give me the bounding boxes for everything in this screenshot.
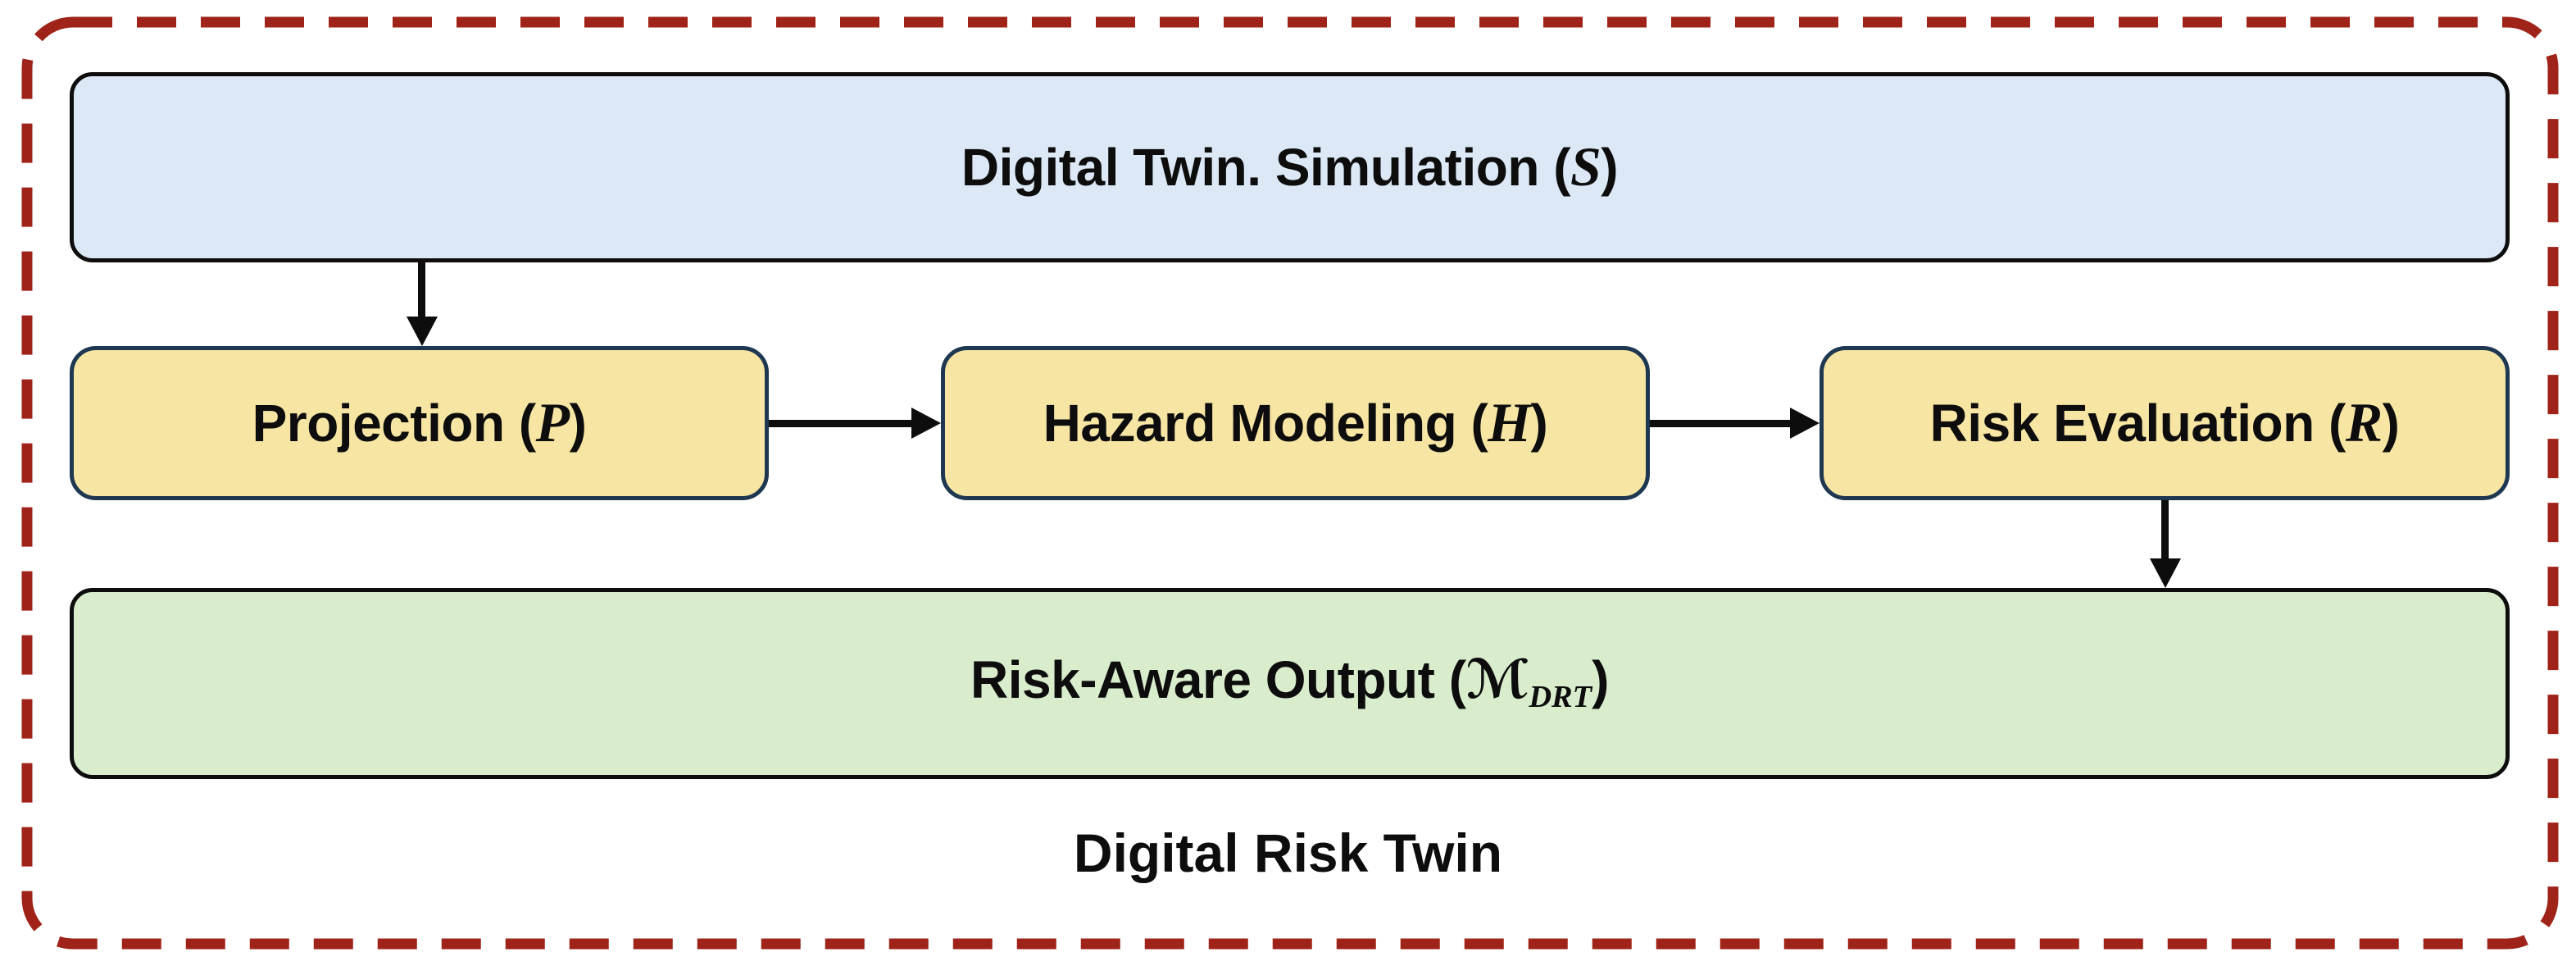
node-risk-aware-output: Risk-Aware Output (ℳDRT) — [70, 588, 2510, 779]
math-var-script-M: ℳ — [1465, 649, 1529, 712]
arrow-head — [2150, 558, 2181, 588]
arrow-shaft — [1650, 420, 1792, 427]
node-digital-twin-simulation: Digital Twin. Simulation (S) — [70, 72, 2510, 262]
arrow-head — [1790, 408, 1820, 439]
arrow-shaft — [769, 420, 915, 427]
arrow-shaft — [418, 262, 425, 320]
node-label-risk: Risk Evaluation (R) — [1929, 392, 2400, 454]
node-label-simulation: Digital Twin. Simulation (S) — [961, 136, 1619, 198]
dashed-boundary-rect — [21, 16, 2559, 950]
arrow-shaft — [2161, 500, 2169, 562]
node-label-hazard: Hazard Modeling (H) — [1043, 392, 1548, 454]
math-var-H: H — [1488, 392, 1531, 454]
arrow-head — [911, 408, 941, 439]
diagram-caption: Digital Risk Twin — [1073, 822, 1503, 883]
math-var-R: R — [2345, 392, 2383, 454]
math-subscript-DRT: DRT — [1529, 680, 1592, 715]
node-risk-evaluation: Risk Evaluation (R) — [1820, 346, 2510, 500]
node-projection: Projection (P) — [70, 346, 769, 500]
node-label-output: Risk-Aware Output (ℳDRT) — [970, 649, 1609, 715]
node-label-projection: Projection (P) — [252, 392, 587, 454]
math-var-P: P — [535, 392, 570, 454]
node-hazard-modeling: Hazard Modeling (H) — [941, 346, 1650, 500]
math-var-S: S — [1570, 136, 1601, 198]
arrow-head — [407, 317, 438, 346]
